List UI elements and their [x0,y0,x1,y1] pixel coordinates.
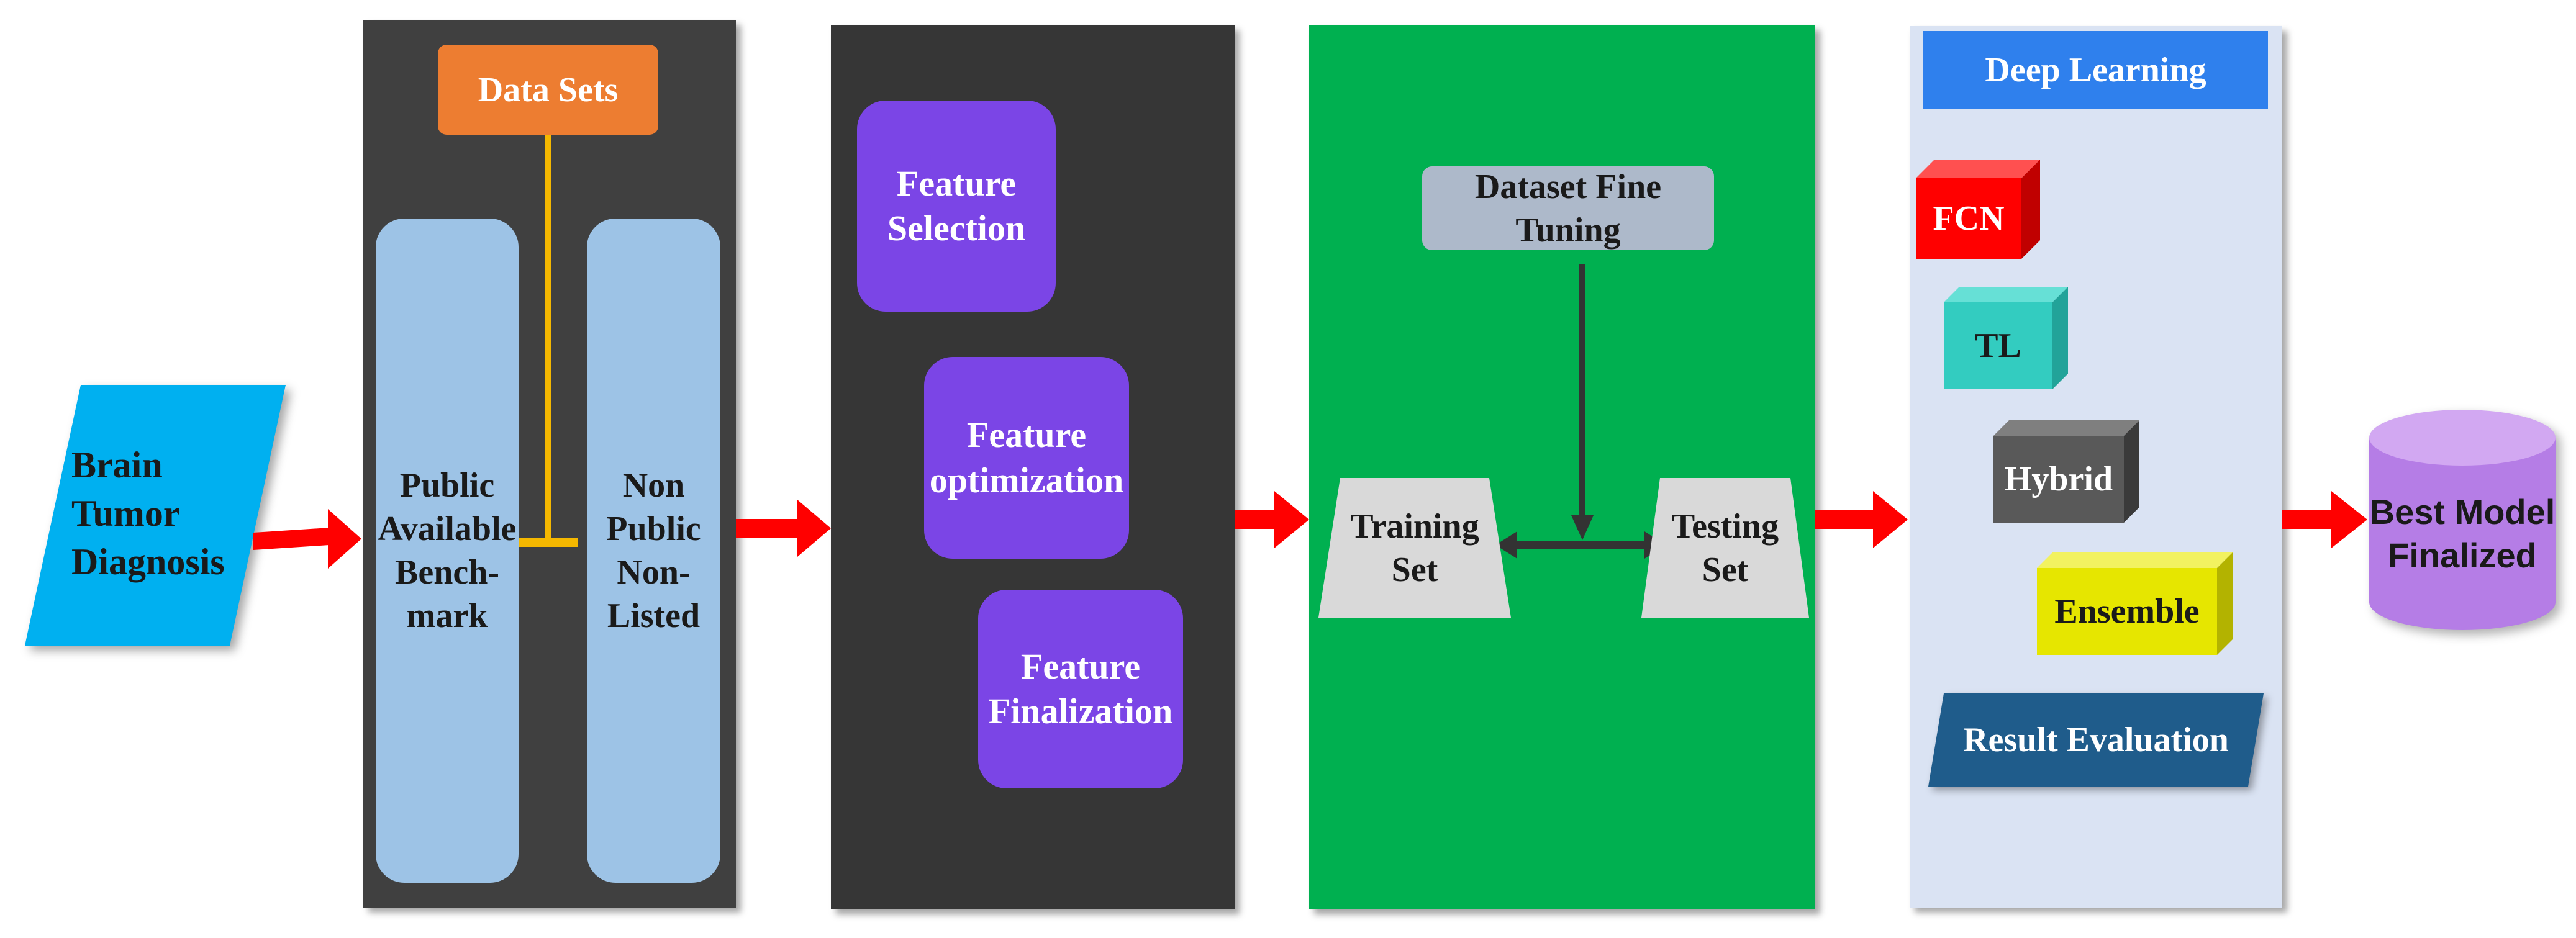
datasets-connector-vertical [545,135,551,544]
feature-finalization-line-1: Feature [1020,646,1141,687]
dataset-nonpublic-column: Non Public Non- Listed [587,219,720,883]
arrow-input-to-datasets [253,509,361,569]
arrow-datasets-to-features [736,500,831,557]
dataset-public-line-3: Bench- [395,553,499,592]
output-line-2: Finalized [2388,536,2537,575]
dataset-nonpublic-line-1: Non [622,466,685,505]
result-evaluation-label: Result Evaluation [1963,721,2229,759]
feature-finalization-line-2: Finalization [988,691,1173,731]
dataset-nonpublic-line-4: Listed [607,597,701,635]
input-line-2: Tumor [71,493,180,534]
output-line-1: Best Model [2369,492,2556,531]
deep-learning-panel: Deep Learning FCN TL Hybrid Ensembl [1910,26,2282,908]
input-shape [25,385,286,646]
testing-set-line-2: Set [1702,550,1749,589]
arrow-features-to-training [1235,491,1309,548]
result-evaluation-node: Result Evaluation [1928,693,2264,787]
feature-selection-box: Feature Selection [857,101,1056,312]
model-fcn-cube: FCN [1916,160,2040,265]
datasets-connector-horizontal [517,538,578,547]
feature-selection-line-1: Feature [896,163,1017,204]
testing-set-line-1: Testing [1671,507,1779,546]
feature-selection-line-2: Selection [887,208,1026,248]
deep-learning-header: Deep Learning [1923,31,2268,109]
dataset-public-line-2: Available [378,510,517,548]
feature-finalization-box: Feature Finalization [978,590,1183,788]
feature-optimization-box: Feature optimization [924,357,1129,559]
training-set-line-2: Set [1391,550,1438,589]
dataset-nonpublic-line-3: Non- [617,553,691,592]
model-ensemble-cube: Ensemble [2037,552,2233,655]
training-set-shape [1318,478,1511,618]
fine-tuning-box: Dataset Fine Tuning [1422,166,1714,250]
dataset-public-line-1: Public [399,466,495,505]
dataset-public-line-4: mark [406,597,488,635]
features-panel: Feature Selection Feature optimization F… [831,25,1235,909]
input-label: Brain Tumor Diagnosis [71,441,258,586]
dataset-nonpublic-line-2: Public [606,510,701,548]
testing-set-node: Testing Set [1641,478,1809,618]
model-fcn-label: FCN [1933,199,2005,238]
arrow-deep-learning-to-output [2282,491,2367,548]
input-line-3: Diagnosis [71,541,225,582]
model-hybrid-label: Hybrid [2004,460,2113,498]
feature-optimization-line-1: Feature [966,415,1087,455]
input-line-1: Brain [71,444,163,485]
testing-set-shape [1641,478,1809,618]
training-panel: Dataset Fine Tuning Training Set Testing… [1309,25,1815,909]
arrow-training-to-deep-learning [1815,491,1908,548]
training-set-node: Training Set [1318,478,1511,618]
model-ensemble-label: Ensemble [2054,592,2200,631]
training-set-line-1: Training [1350,507,1479,546]
model-tl-cube: TL [1944,287,2068,389]
input-node: Brain Tumor Diagnosis [25,385,286,649]
dataset-public-column: Public Available Bench- mark [376,219,519,883]
output-cylinder [2369,410,2556,630]
model-hybrid-cube: Hybrid [1993,420,2139,523]
output-node: Best Model Finalized [2369,410,2556,633]
datasets-panel: Data Sets Public Available Bench- mark N… [363,20,736,908]
model-tl-label: TL [1975,327,2021,365]
feature-optimization-line-2: optimization [929,459,1124,500]
datasets-header: Data Sets [438,45,658,135]
